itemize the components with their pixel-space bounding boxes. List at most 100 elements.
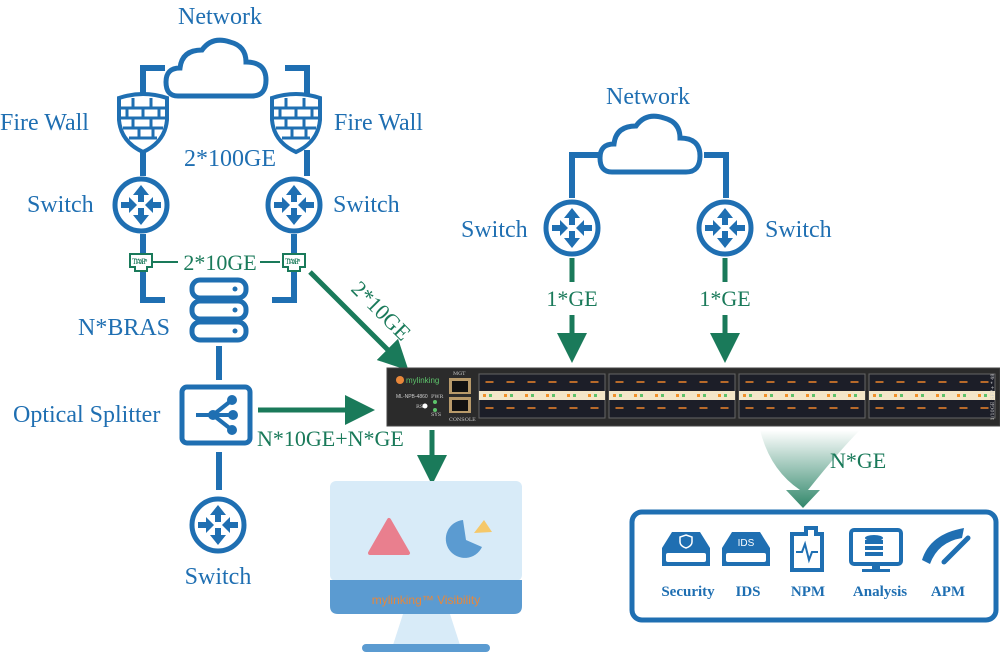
port-led: [894, 394, 897, 397]
sfp-port[interactable]: [615, 381, 624, 383]
sfp-port[interactable]: [938, 407, 947, 409]
port-led: [573, 394, 576, 397]
svg-text:IDS: IDS: [738, 538, 755, 549]
sfp-port[interactable]: [678, 407, 687, 409]
tool-label-security: Security: [661, 584, 715, 600]
sfp-port[interactable]: [699, 381, 708, 383]
firewall-left-icon: [117, 92, 169, 154]
sfp-port[interactable]: [938, 381, 947, 383]
port-led: [724, 394, 727, 397]
sfp-port[interactable]: [829, 407, 838, 409]
pie-slice-graphic: [474, 520, 492, 533]
sfp-port[interactable]: [980, 407, 989, 409]
sfp-port[interactable]: [527, 381, 536, 383]
port-led: [848, 394, 851, 397]
sfp-port[interactable]: [485, 407, 494, 409]
sfp-port[interactable]: [548, 407, 557, 409]
port-led: [833, 394, 836, 397]
port-led: [676, 394, 679, 397]
sfp-port[interactable]: [699, 407, 708, 409]
visibility-monitor: mylinking™ Visibility: [330, 481, 522, 652]
tap-right-label: TAP: [285, 258, 299, 266]
sfp-port[interactable]: [657, 381, 666, 383]
sfp-port[interactable]: [875, 381, 884, 383]
port-led: [483, 394, 486, 397]
sfp-port[interactable]: [917, 381, 926, 383]
sfp-port[interactable]: [745, 381, 754, 383]
port-led: [718, 394, 721, 397]
sfp-port[interactable]: [980, 381, 989, 383]
sys-led: [433, 408, 437, 412]
sfp-port[interactable]: [787, 407, 796, 409]
pwr-led: [433, 400, 437, 404]
port-led: [879, 394, 882, 397]
sfp-port[interactable]: [590, 407, 599, 409]
sfp-port[interactable]: [917, 407, 926, 409]
sfp-port[interactable]: [527, 407, 536, 409]
console-label: CONSOLE: [449, 417, 476, 423]
monitor-banner-text: mylinking™ Visibility: [372, 593, 480, 607]
tool-label-analysis: Analysis: [853, 584, 907, 600]
sfp-port[interactable]: [808, 407, 817, 409]
sfp-port[interactable]: [590, 381, 599, 383]
port-led: [634, 394, 637, 397]
right-link-cloud-sw2: [704, 152, 729, 198]
sfp-port[interactable]: [875, 407, 884, 409]
rst-label: RST: [416, 404, 427, 410]
sfp-port[interactable]: [636, 407, 645, 409]
sfp-port[interactable]: [485, 381, 494, 383]
bottom-switch-icon: [192, 499, 244, 551]
sfp-port[interactable]: [569, 407, 578, 409]
switch-left-label: Switch: [27, 192, 94, 218]
reset-button[interactable]: [422, 403, 428, 409]
left-cloud-icon: [166, 40, 266, 96]
sfp-port[interactable]: [636, 381, 645, 383]
port-led: [703, 394, 706, 397]
optical-splitter-icon: [179, 384, 253, 446]
sfp-port[interactable]: [829, 381, 838, 383]
tap-left-label: TAP: [132, 258, 146, 266]
sfp-port[interactable]: [959, 381, 968, 383]
sfp-port[interactable]: [720, 407, 729, 409]
port-led: [936, 394, 939, 397]
port-led: [957, 394, 960, 397]
port-led: [764, 394, 767, 397]
tool-label-npm: NPM: [791, 584, 825, 600]
firewall-left-label: Fire Wall: [0, 110, 89, 136]
sys-label: SYS: [431, 412, 442, 418]
npb-to-tools-arrow: [760, 430, 860, 508]
sfp-port[interactable]: [766, 407, 775, 409]
port-led: [806, 394, 809, 397]
sfp-port[interactable]: [720, 381, 729, 383]
port-led: [682, 394, 685, 397]
sfp-port[interactable]: [896, 381, 905, 383]
port-led: [812, 394, 815, 397]
sfp-port[interactable]: [787, 381, 796, 383]
analysis-monitor-icon: [849, 528, 903, 572]
port-led: [661, 394, 664, 397]
sfp-port[interactable]: [766, 381, 775, 383]
sfp-port[interactable]: [959, 407, 968, 409]
sfp-port[interactable]: [896, 407, 905, 409]
sfp-port[interactable]: [506, 381, 515, 383]
firewall-right-label: Fire Wall: [334, 110, 423, 136]
sfp-port[interactable]: [745, 407, 754, 409]
device-model: ML-NPB-4860: [396, 394, 428, 400]
sfp-port[interactable]: [548, 381, 557, 383]
port-led: [921, 394, 924, 397]
link-100ge-label: 2*100GE: [184, 146, 276, 172]
port-led: [743, 394, 746, 397]
sfp-port[interactable]: [569, 381, 578, 383]
sfp-port[interactable]: [615, 407, 624, 409]
port-led: [546, 394, 549, 397]
sfp-port[interactable]: [850, 381, 859, 383]
ids-appliance-icon: IDS: [722, 532, 770, 566]
sfp-port[interactable]: [678, 381, 687, 383]
sfp-port[interactable]: [657, 407, 666, 409]
device-brand: mylinking: [406, 376, 439, 385]
right-switch-left-icon: [546, 202, 598, 254]
sfp-port[interactable]: [850, 407, 859, 409]
sfp-port[interactable]: [506, 407, 515, 409]
sfp-port[interactable]: [808, 381, 817, 383]
